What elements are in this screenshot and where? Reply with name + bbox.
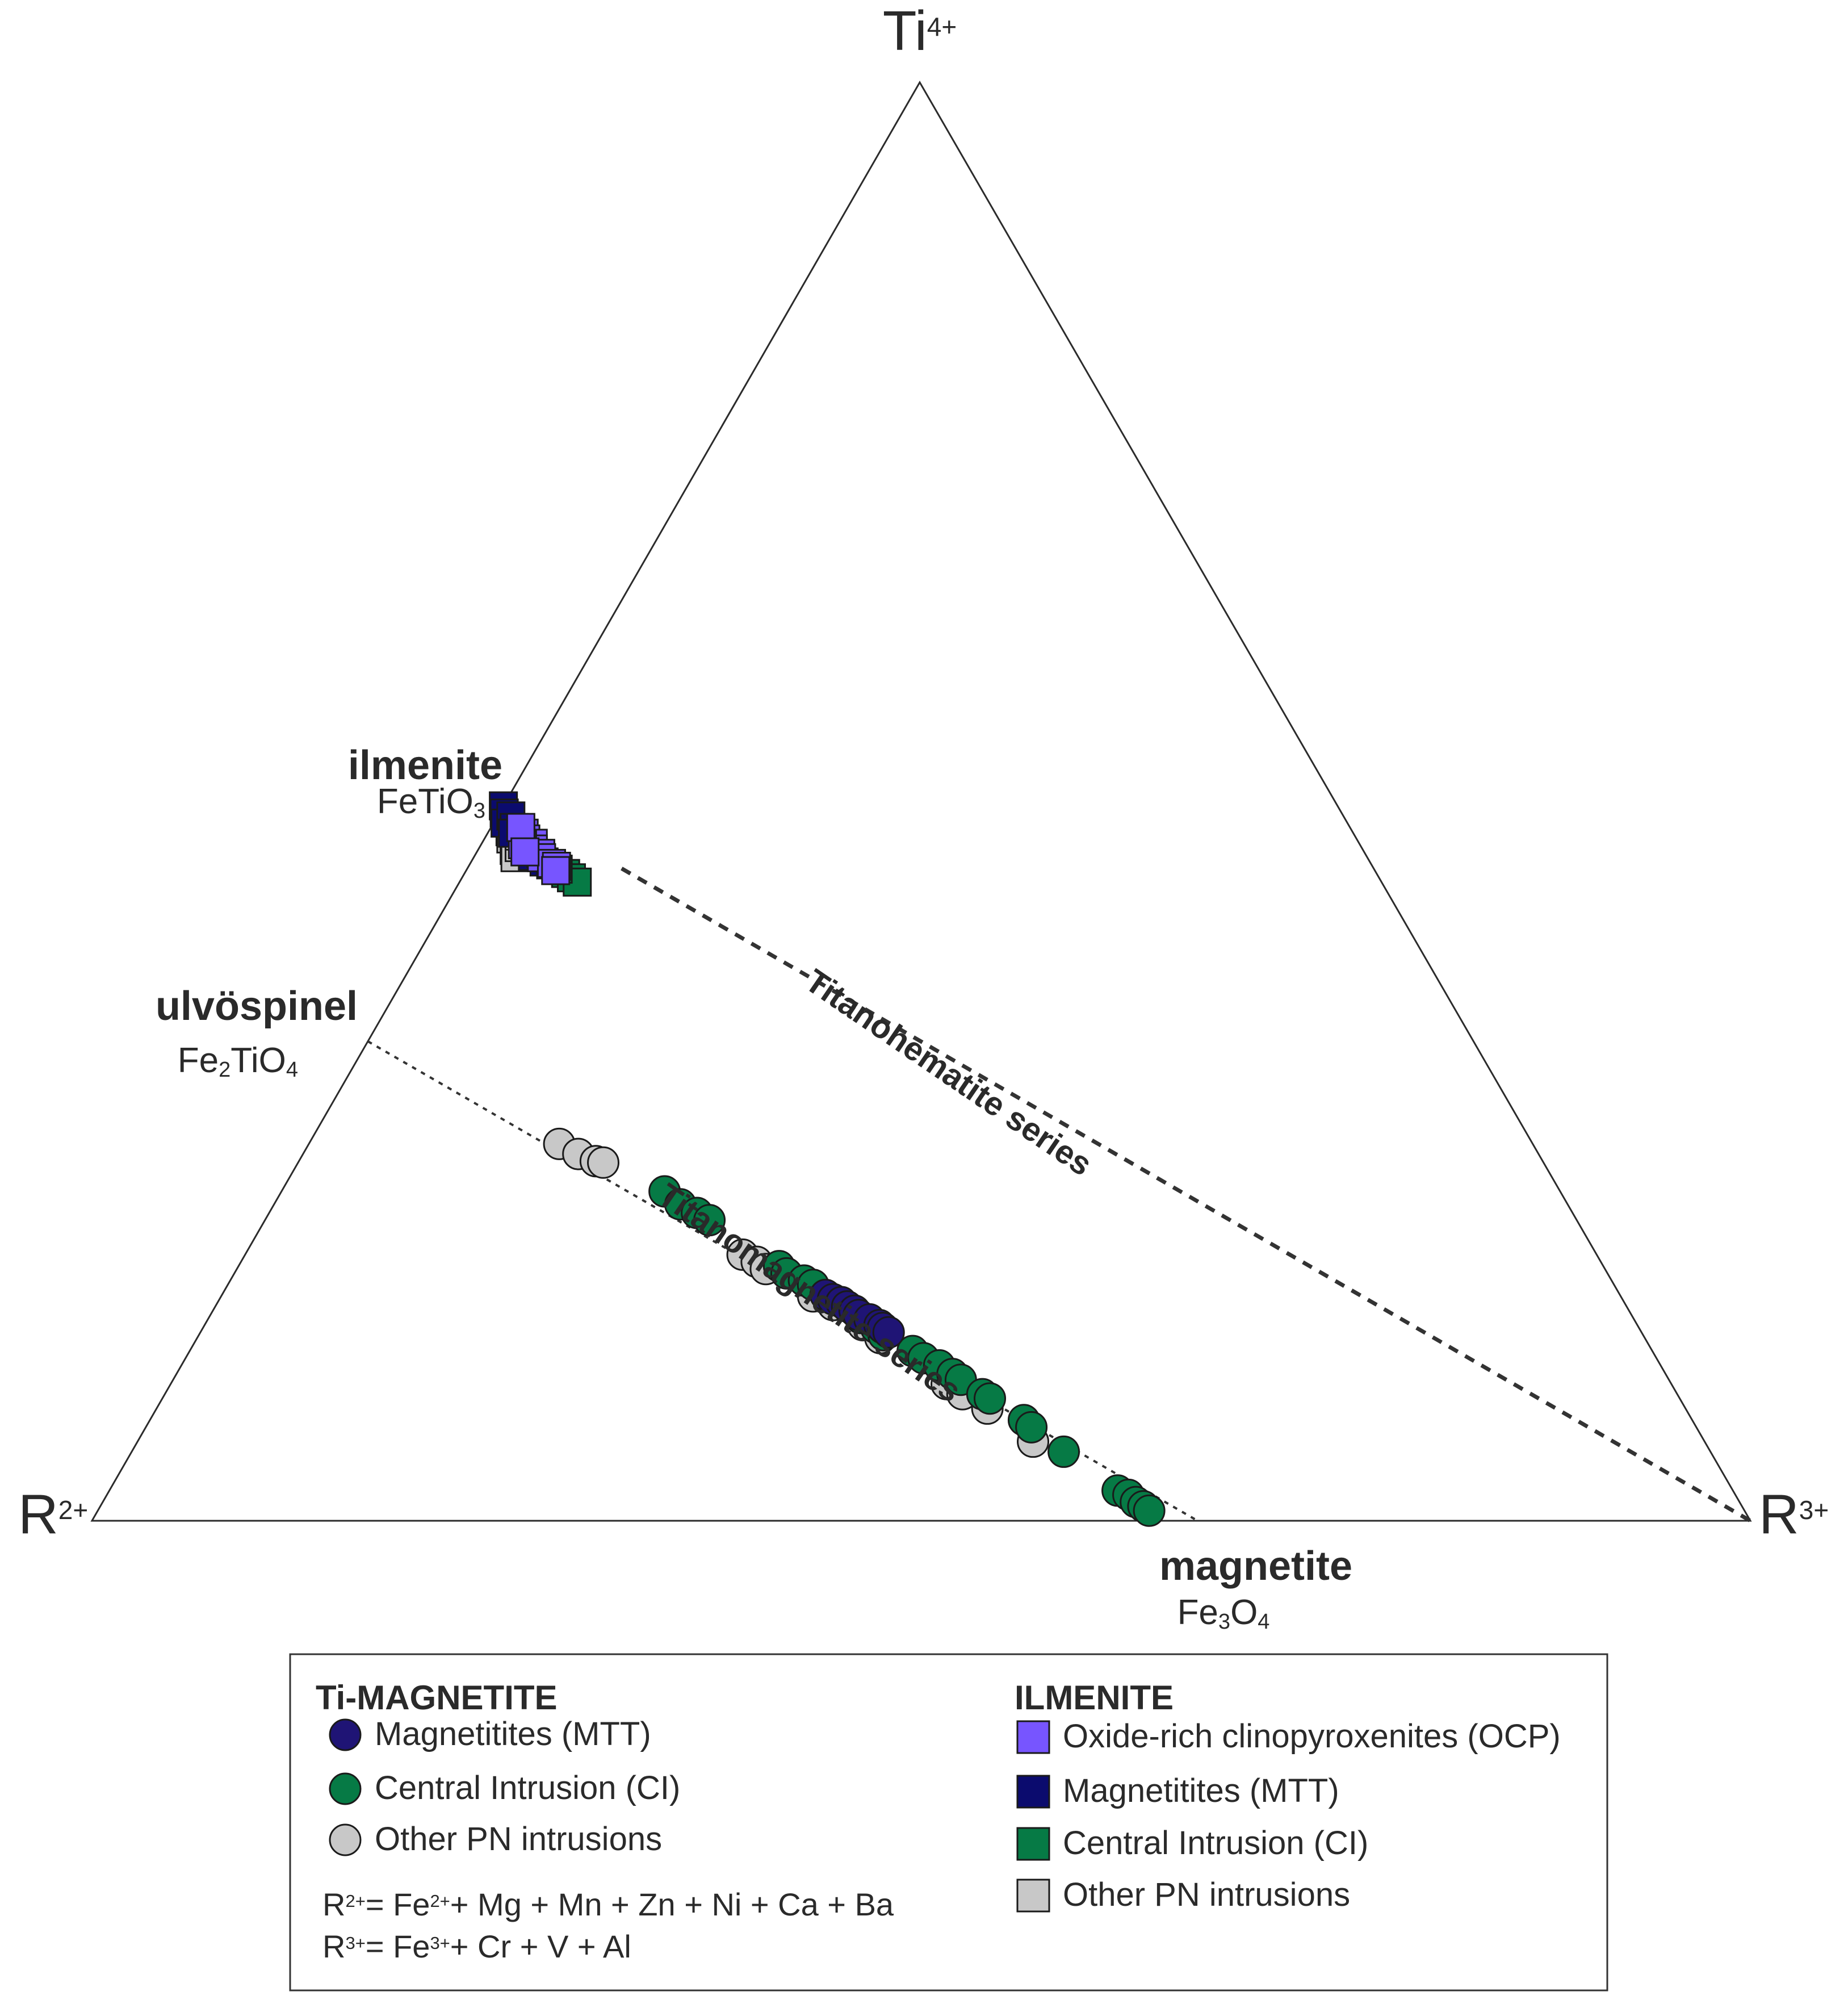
endmember-formula-magnetite-part: Fe: [1177, 1593, 1218, 1632]
vertex-label-left-base: R: [18, 1483, 58, 1545]
legend-definition-0-part: R: [322, 1886, 345, 1922]
vertex-label-right-base: R: [1759, 1483, 1799, 1545]
data-point: [1047, 1435, 1080, 1468]
series-lines: [367, 867, 1751, 1523]
endmember-name-magnetite: magnetite: [1159, 1543, 1352, 1589]
data-point: [510, 837, 540, 867]
triangle-frame: [90, 80, 1752, 1522]
legend-marker: [1016, 1827, 1050, 1861]
data-point: [1133, 1494, 1166, 1527]
legend-definition-1-part: 3+: [430, 1933, 450, 1953]
legend-definition-1: R3+= Fe3++ Cr + V + Al: [322, 1928, 631, 1964]
legend-item-label: Central Intrusion (CI): [1063, 1825, 1368, 1861]
legend-item-label: Oxide-rich clinopyroxenites (OCP): [1063, 1718, 1561, 1755]
legend-item-label: Other PN intrusions: [375, 1821, 662, 1858]
data-point: [872, 1316, 905, 1349]
endmember-name-ilmenite: ilmenite: [348, 743, 502, 788]
series-line-label-0: Titanohematite series: [799, 962, 1099, 1183]
vertex-label-top: Ti4+: [883, 0, 957, 62]
legend-definition-0-part: 2+: [430, 1891, 450, 1911]
legend-marker: [329, 1718, 362, 1751]
vertex-label-top-sup: 4+: [927, 12, 957, 41]
legend-definition-0-part: 2+: [345, 1891, 365, 1911]
series-line-label-1: Titanomagnetite series: [652, 1177, 968, 1410]
legend-marker: [329, 1823, 362, 1856]
triangle-outline: [90, 80, 1752, 1522]
legend-definition-1-part: = Fe: [366, 1928, 430, 1964]
series-line-0: [621, 867, 1751, 1523]
endmember-formula-ulvospinel-part: Fe: [178, 1041, 219, 1080]
legend-definition-0-part: + Mg + Mn + Zn + Ni + Ca + Ba: [450, 1886, 894, 1922]
legend-definition-0: R2+= Fe2++ Mg + Mn + Zn + Ni + Ca + Ba: [322, 1886, 894, 1922]
data-point: [541, 856, 571, 885]
data-points: [489, 791, 1166, 1527]
data-point: [506, 813, 535, 842]
data-point: [587, 1146, 620, 1179]
endmember-formula-magnetite-part: O: [1230, 1593, 1258, 1632]
legend-item-label: Other PN intrusions: [1063, 1876, 1350, 1913]
series-ilmenite-oxide-rich-clinopyroxenites-ocp-: [506, 813, 571, 885]
endmember-formula-ulvospinel-part: 4: [286, 1058, 298, 1082]
endmember-name-ulvospinel: ulvöspinel: [156, 984, 358, 1029]
data-point: [1015, 1411, 1048, 1444]
legend-definition-1-part: R: [322, 1928, 345, 1964]
legend-marker: [329, 1772, 362, 1805]
legend-item-label: Central Intrusion (CI): [375, 1769, 680, 1806]
endmember-formula-ilmenite-part: 3: [473, 799, 485, 823]
diagram-labels: Ti4+R2+R3+Titanohematite seriesTitanomag…: [18, 0, 1829, 1634]
vertex-label-top-base: Ti: [883, 0, 927, 62]
endmember-formula-magnetite-part: 3: [1218, 1610, 1230, 1634]
legend-box: [289, 1653, 1608, 1992]
vertex-label-right-sup: 3+: [1799, 1495, 1829, 1525]
legend-marker: [1016, 1775, 1050, 1809]
endmember-formula-ulvospinel-part: TiO: [231, 1041, 286, 1080]
vertex-label-left: R2+: [18, 1483, 88, 1545]
vertex-label-left-sup: 2+: [58, 1495, 88, 1525]
endmember-formula-magnetite: Fe3O4: [1177, 1593, 1270, 1634]
data-point: [693, 1204, 726, 1237]
legend-marker: [1016, 1720, 1050, 1754]
legend-marker: [1016, 1879, 1050, 1913]
endmember-formula-magnetite-part: 4: [1258, 1610, 1269, 1634]
legend-definition-1-part: + Cr + V + Al: [450, 1928, 631, 1964]
legend-definition-1-part: 3+: [345, 1933, 365, 1953]
legend-item-label: Magnetitites (MTT): [375, 1716, 651, 1752]
data-point: [974, 1382, 1007, 1415]
legend-title-1: ILMENITE: [1015, 1679, 1174, 1717]
legend-item-label: Magnetitites (MTT): [1063, 1772, 1339, 1809]
legend-definition-0-part: = Fe: [366, 1886, 430, 1922]
endmember-formula-ulvospinel: Fe2TiO4: [178, 1041, 298, 1082]
endmember-formula-ulvospinel-part: 2: [219, 1058, 231, 1082]
endmember-formula-ilmenite: FeTiO3: [377, 782, 485, 823]
legend-title-0: Ti-MAGNETITE: [316, 1679, 558, 1717]
series-ti-magnetite-magnetitites-mtt-: [809, 1278, 905, 1349]
endmember-formula-ilmenite-part: FeTiO: [377, 782, 473, 821]
vertex-label-right: R3+: [1759, 1483, 1829, 1545]
